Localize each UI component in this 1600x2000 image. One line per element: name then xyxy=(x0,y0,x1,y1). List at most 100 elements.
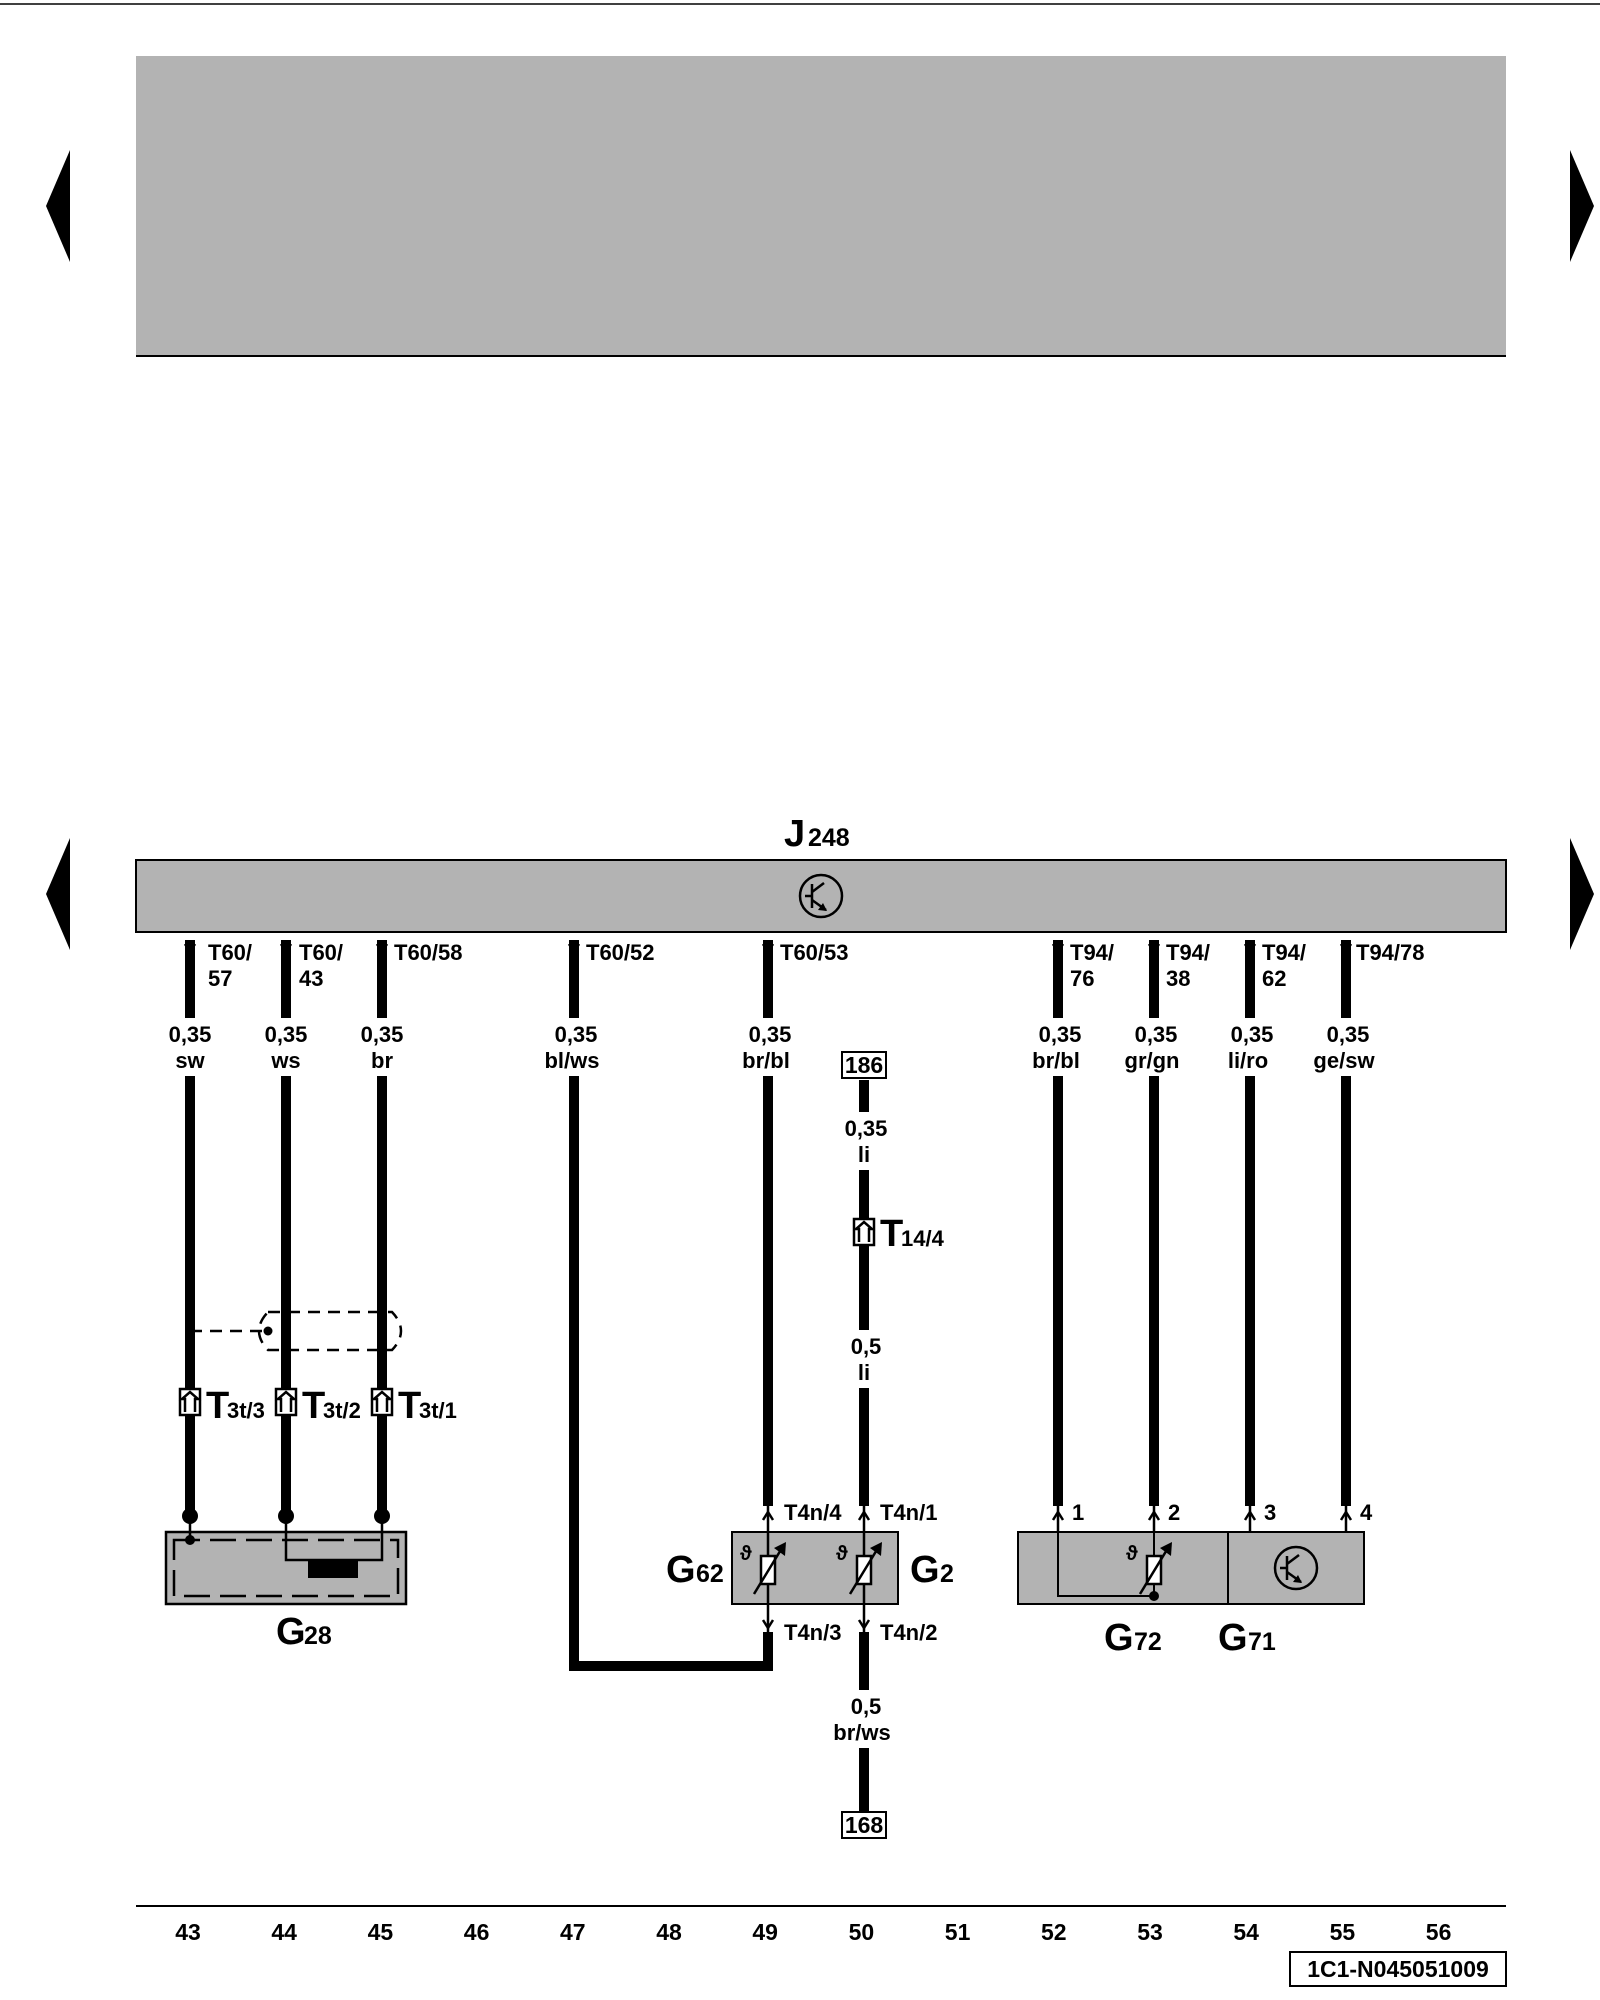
component-letter: G xyxy=(1218,1617,1248,1659)
connector-number: 3t/1 xyxy=(419,1398,457,1423)
wire-size: 0,35 xyxy=(169,1022,212,1047)
j248-pin-labels: T60/ 57 T60/ 43 T60/58 T60/52 T60/53 T94… xyxy=(208,940,1425,991)
column-number: 56 xyxy=(1426,1919,1452,1945)
component-pin-label: 3 xyxy=(1264,1500,1276,1525)
column-number: 55 xyxy=(1330,1919,1356,1945)
connector-letter: T xyxy=(206,1385,229,1427)
pin-label: 57 xyxy=(208,966,232,991)
wire-color: li/ro xyxy=(1228,1048,1268,1073)
wire-size: 0,35 xyxy=(1327,1022,1370,1047)
pin-label: T94/ xyxy=(1070,940,1114,965)
connector-letter: T xyxy=(398,1385,421,1427)
connector-t3t-1: T 3t/1 xyxy=(370,1385,457,1427)
pin-label: T60/ xyxy=(299,940,343,965)
wire-color: br/ws xyxy=(833,1720,890,1745)
component-letter: G xyxy=(666,1549,696,1591)
component-number: 62 xyxy=(696,1560,724,1588)
temperature-symbol: ϑ xyxy=(1126,1543,1138,1565)
next-page-arrow-bottom[interactable] xyxy=(1570,838,1594,950)
wire-color: ge/sw xyxy=(1313,1048,1375,1073)
column-number: 47 xyxy=(560,1919,586,1945)
column-number: 44 xyxy=(271,1919,297,1945)
column-number: 46 xyxy=(464,1919,490,1945)
connector-t3t-3: T 3t/3 xyxy=(178,1385,265,1427)
wire-labels: 0,35 sw 0,35 ws 0,35 br 0,35 bl/ws 0,35 … xyxy=(160,1018,1386,1748)
reference-number: 168 xyxy=(845,1812,884,1838)
transistor-icon xyxy=(798,873,844,919)
component-number: 71 xyxy=(1248,1628,1276,1656)
pin-label: 76 xyxy=(1070,966,1094,991)
connector-t3t-2: T 3t/2 xyxy=(274,1385,361,1427)
pin-label: T60/53 xyxy=(780,940,849,965)
wire-color: bl/ws xyxy=(544,1048,599,1073)
component-pin-label: 1 xyxy=(1072,1500,1084,1525)
component-pin-label: T4n/2 xyxy=(880,1620,937,1645)
column-number: 51 xyxy=(945,1919,971,1945)
diagram-id: 1C1-N045051009 xyxy=(1307,1956,1489,1982)
wire-color: gr/gn xyxy=(1125,1048,1180,1073)
wire-color: ws xyxy=(270,1048,300,1073)
pin-label: 62 xyxy=(1262,966,1286,991)
wire-size: 0,35 xyxy=(1039,1022,1082,1047)
pin-label: T60/ xyxy=(208,940,252,965)
control-unit-j248: J 248 xyxy=(135,813,1507,933)
wire-size: 0,5 xyxy=(851,1334,882,1359)
reference-number: 186 xyxy=(845,1052,883,1078)
wire-color: br xyxy=(371,1048,393,1073)
wire-size: 0,35 xyxy=(265,1022,308,1047)
component-pin-label: 4 xyxy=(1360,1500,1373,1525)
connector-letter: T xyxy=(880,1213,903,1255)
temperature-symbol: ϑ xyxy=(740,1543,752,1565)
column-number: 48 xyxy=(656,1919,682,1945)
component-pin-label: T4n/3 xyxy=(784,1620,841,1645)
pin-label: T60/58 xyxy=(394,940,463,965)
wire-color: br/bl xyxy=(742,1048,790,1073)
next-page-arrow-top[interactable] xyxy=(1570,150,1594,262)
pin-label: 43 xyxy=(299,966,323,991)
shield-symbol xyxy=(185,1310,403,1352)
transistor-icon xyxy=(1273,1545,1319,1591)
component-number: 2 xyxy=(940,1560,954,1588)
connector-number: 3t/3 xyxy=(227,1398,265,1423)
wire-size: 0,35 xyxy=(845,1116,888,1141)
wire-color: li xyxy=(858,1142,870,1167)
pin-label: 38 xyxy=(1166,966,1190,991)
column-number: 53 xyxy=(1137,1919,1163,1945)
prev-page-arrow-top[interactable] xyxy=(46,150,70,262)
column-number: 49 xyxy=(752,1919,778,1945)
temperature-symbol: ϑ xyxy=(836,1543,848,1565)
column-number: 43 xyxy=(175,1919,201,1945)
reference-box-bottom: 168 xyxy=(841,1811,887,1839)
pin-label: T60/52 xyxy=(586,940,655,965)
prev-page-arrow-bottom[interactable] xyxy=(46,838,70,950)
component-g62-g2: ϑ ϑ G 62 G 2 T4n/4 T4n/1 T4n/3 T4n/2 xyxy=(666,1500,954,1645)
pin-label: T94/ xyxy=(1262,940,1306,965)
component-g28: G 28 xyxy=(164,1508,408,1653)
column-number: 54 xyxy=(1233,1919,1259,1945)
component-pin-label: 2 xyxy=(1168,1500,1180,1525)
upper-panel xyxy=(136,56,1506,356)
wire-size: 0,35 xyxy=(1135,1022,1178,1047)
component-g72-g71: ϑ 1 2 3 4 G 72 G 71 xyxy=(1017,1500,1373,1659)
connector-t14-4: T 14/4 xyxy=(852,1213,945,1255)
component-pin-label: T4n/4 xyxy=(784,1500,842,1525)
wire-size: 0,5 xyxy=(851,1694,882,1719)
wire-color: sw xyxy=(175,1048,205,1073)
component-number: 28 xyxy=(304,1622,332,1650)
column-number: 50 xyxy=(849,1919,875,1945)
wire-size: 0,35 xyxy=(749,1022,792,1047)
pin-label: T94/ xyxy=(1166,940,1210,965)
wire-size: 0,35 xyxy=(361,1022,404,1047)
column-number: 45 xyxy=(368,1919,394,1945)
connector-number: 14/4 xyxy=(901,1226,945,1251)
wire-size: 0,35 xyxy=(555,1022,598,1047)
component-letter: G xyxy=(910,1549,940,1591)
component-pin-label: T4n/1 xyxy=(880,1500,937,1525)
wire-size: 0,35 xyxy=(1231,1022,1274,1047)
component-number: 72 xyxy=(1134,1628,1162,1656)
wire-color: br/bl xyxy=(1032,1048,1080,1073)
connector-number: 3t/2 xyxy=(323,1398,361,1423)
pin-label: T94/78 xyxy=(1356,940,1425,965)
